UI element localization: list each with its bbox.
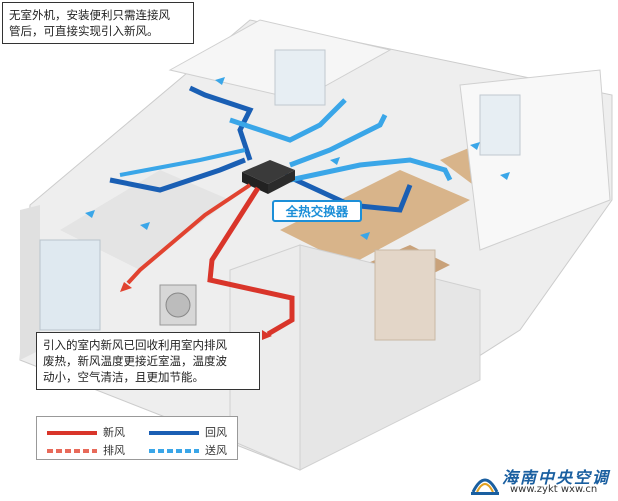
legend-label-supply-air: 送风 <box>205 444 227 457</box>
floor-left-room <box>60 170 230 270</box>
outdoor-unit-fan <box>165 292 191 318</box>
callout-top-note: 无室外机，安装便利只需连接风 管后，可直接实现引入新风。 <box>2 2 194 44</box>
supply-duct-1 <box>229 98 347 143</box>
legend-label-exhaust-air: 排风 <box>103 444 125 457</box>
bath-wall <box>374 249 436 341</box>
watermark-name: 海南中央空调 <box>502 468 611 487</box>
legend-line-supply-air <box>149 449 199 453</box>
fresh-air-duct <box>207 186 295 337</box>
window-left <box>39 239 101 331</box>
return-duct-1 <box>188 85 254 161</box>
return-duct-2 <box>109 157 246 193</box>
exhaust-air-duct <box>126 183 252 285</box>
fresh-air-arrow <box>262 330 272 340</box>
return-duct-3 <box>283 172 413 213</box>
window-right <box>479 94 521 156</box>
callout-bottom-line-2: 废热，新风温度更接近室温，温度波 <box>43 354 227 368</box>
supply-duct-4 <box>119 148 246 177</box>
legend-line-fresh-air <box>47 431 97 435</box>
callout-bottom-line-1: 引入的室内新风已回收利用室内排风 <box>43 338 227 352</box>
legend-label-return-air: 回风 <box>205 426 227 439</box>
heat-exchanger-front <box>268 170 295 194</box>
heat-exchanger-side <box>242 172 268 194</box>
floor-corridor <box>280 170 470 265</box>
callout-bottom-line-3: 动小，空气清洁，且更加节能。 <box>43 370 204 384</box>
legend-line-exhaust-air <box>47 449 97 453</box>
supply-duct-2 <box>289 113 388 168</box>
airflow-arrows <box>85 77 510 240</box>
heat-exchanger-unit <box>242 160 295 184</box>
legend-line-return-air <box>149 431 199 435</box>
legend-label-fresh-air: 新风 <box>103 426 125 439</box>
watermark-logo-icon <box>471 478 499 495</box>
exhaust-air-arrow <box>120 282 132 292</box>
legend: 新风 回风 排风 送风 <box>36 416 238 460</box>
callout-top-line-1: 无室外机，安装便利只需连接风 <box>9 8 170 22</box>
heat-exchanger-label: 全热交换器 <box>272 200 362 222</box>
supply-duct-3 <box>289 157 453 183</box>
watermark-url: www.zykt wxw.cn <box>510 484 598 495</box>
callout-top-line-2: 管后，可直接实现引入新风。 <box>9 24 159 38</box>
window-back <box>274 49 326 106</box>
wall-left-front <box>20 205 40 360</box>
callout-bottom-note: 引入的室内新风已回收利用室内排风 废热，新风温度更接近室温，温度波 动小，空气清… <box>36 332 260 390</box>
